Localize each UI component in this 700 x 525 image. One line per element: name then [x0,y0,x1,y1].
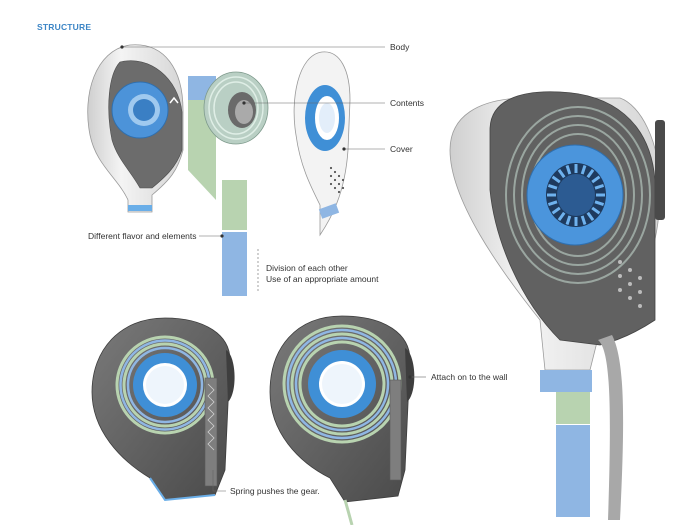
gear-tooth [580,215,587,225]
gear-tooth [557,169,566,179]
gear-tooth [547,183,558,190]
gear-tooth [594,183,605,190]
gear-tooth [557,211,566,221]
gear-tooth [586,211,595,221]
label-flavor: Different flavor and elements [88,231,197,241]
leader-lines [122,46,426,492]
label-attach: Attach on to the wall [431,372,508,382]
gear-tooth [594,200,605,207]
label-body: Body [390,42,410,52]
label-contents: Contents [390,98,425,108]
gear-tooth [565,165,572,175]
gear-tooth [591,175,601,184]
gear-tooth [547,200,558,207]
leader-dots [120,45,412,379]
assembled-product-render [449,91,665,520]
contents-part-illustration [188,71,269,296]
label-division-line1: Division of each other [266,263,348,273]
gear-tooth [586,169,595,179]
cutaway-view-right [269,315,415,525]
label-division-line2: Use of an appropriate amount [266,274,379,284]
gear-tooth [591,206,601,215]
gear-tooth [551,175,561,184]
cover-part-illustration [293,51,351,237]
gear-tooth [580,165,587,175]
cutaway-view-left [91,317,235,502]
gear-tooth [565,215,572,225]
body-part-illustration [87,44,184,213]
label-cover: Cover [390,144,413,154]
section-title: STRUCTURE [37,22,92,32]
label-spring: Spring pushes the gear. [230,486,320,496]
gear-tooth [551,206,561,215]
